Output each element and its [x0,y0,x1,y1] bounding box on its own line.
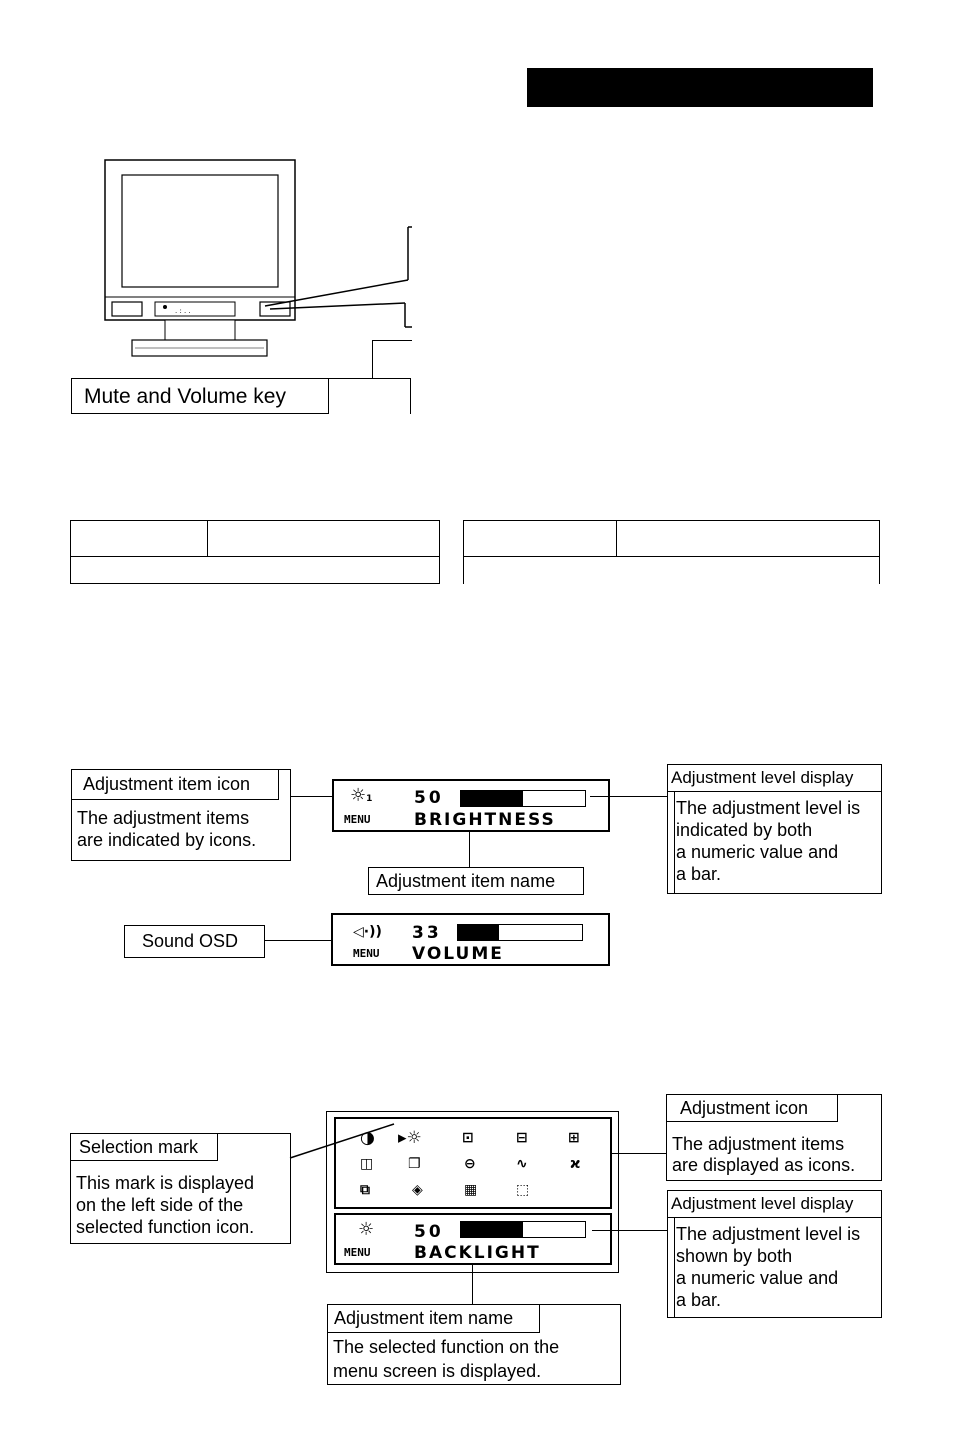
menu-adjust-item-name-title: Adjustment item name [334,1308,514,1328]
selection-mark-callout: Selection mark This mark is displayed on… [70,1133,291,1244]
menu-adjust-level-title: Adjustment level display [671,1194,854,1213]
adjustment-icon-callout: Adjustment icon The adjustment items are… [666,1094,882,1181]
color-temp-icon: ϰ [570,1156,581,1172]
width-icon: ⊟ [516,1130,528,1146]
adjust-level-display-line2: indicated by both [676,820,813,840]
svg-text:. : . .: . : . . [175,307,191,315]
header-bar [527,68,873,107]
selection-mark-title: Selection mark [79,1137,199,1157]
sound-osd-label: Sound OSD [142,931,239,951]
backlight-osd: ☼ 50 MENU BACKLIGHT [334,1213,612,1265]
menu-adjust-item-name-line2: menu screen is displayed. [333,1361,542,1381]
brightness-item-name: BRIGHTNESS [414,810,556,830]
adjust-level-display-line1: The adjustment level is [676,798,861,818]
brightness-value: 50 [414,788,444,808]
waveform-icon: ∿ [516,1156,528,1172]
sharpness-icon: ⊞ [568,1130,580,1146]
adjust-item-icon-line2: are indicated by icons. [77,830,257,850]
speaker-icon: ◁·)) [353,924,382,940]
phase-icon: ⊖ [464,1156,476,1172]
backlight-item-name: BACKLIGHT [414,1243,541,1263]
menu-adjust-level-line4: a bar. [676,1290,722,1310]
window-icon: ❐ [408,1156,421,1172]
volume-level-bar [457,924,583,941]
overlay-icon: ⧉ [360,1182,370,1198]
menu-adjust-level-line2: shown by both [676,1246,793,1266]
brightness-menu-label: MENU [344,813,371,826]
adjust-item-icon-callout: Adjustment item icon The adjustment item… [71,769,291,861]
split-icon: ◫ [360,1156,374,1172]
adjustment-icon-line1: The adjustment items [672,1134,845,1154]
backlight-value: 50 [414,1222,444,1242]
brightness-level-bar [460,790,586,807]
grid-icon: ▦ [464,1182,478,1198]
adjust-item-icon-title: Adjustment item icon [83,774,251,794]
adjustment-icon-title: Adjustment icon [680,1098,809,1118]
sun-icon: ☼ [358,1219,375,1240]
adjust-level-display-line3: a numeric value and [676,842,839,862]
volume-osd: ◁·)) 33 MENU VOLUME [331,913,610,966]
menu-adjust-level-line3: a numeric value and [676,1268,839,1288]
adjust-level-display-callout: Adjustment level display The adjustment … [667,764,882,894]
selection-mark-line3: selected function icon. [76,1217,255,1237]
volume-item-name: VOLUME [412,944,504,964]
menu-adjust-item-name-callout: Adjustment item name The selected functi… [327,1304,621,1385]
menu-icon-grid: ◑ ▸☼ ⊡ ⊟ ⊞ ◫ ❐ ⊖ ∿ ϰ ⧉ ◈ ▦ ⬚ [334,1117,612,1209]
adjust-item-name-title: Adjustment item name [376,871,556,891]
selected-brightness-icon: ▸☼ [398,1128,422,1148]
adjust-level-display-title: Adjustment level display [671,768,854,787]
adjust-item-name-box: Adjustment item name [368,867,584,895]
dotted-box-icon: ⬚ [516,1182,530,1198]
mute-volume-label: Mute and Volume key [84,385,286,408]
adjustment-icon-line2: are displayed as icons. [672,1155,856,1175]
brightness-osd: ☼1 50 MENU BRIGHTNESS [332,779,610,832]
adjust-level-display-line4: a bar. [676,864,722,884]
menu-adjust-item-name-line1: The selected function on the [333,1337,560,1357]
menu-adjust-level-line1: The adjustment level is [676,1224,861,1244]
selection-mark-line1: This mark is displayed [76,1173,255,1193]
sound-osd-label-box: Sound OSD [124,925,265,958]
backlight-level-bar [460,1221,586,1238]
adjust-item-icon-line1: The adjustment items [77,808,250,828]
sun-icon: ☼1 [350,785,373,806]
diamond-icon: ◈ [412,1182,423,1198]
backlight-menu-label: MENU [344,1246,371,1259]
volume-value: 33 [412,923,442,943]
menu-adjust-level-callout: Adjustment level display The adjustment … [667,1190,882,1318]
volume-menu-label: MENU [353,947,380,960]
selection-mark-line2: on the left side of the [76,1195,244,1215]
position-icon: ⊡ [462,1130,474,1146]
mute-volume-label-box: Mute and Volume key [71,378,329,414]
